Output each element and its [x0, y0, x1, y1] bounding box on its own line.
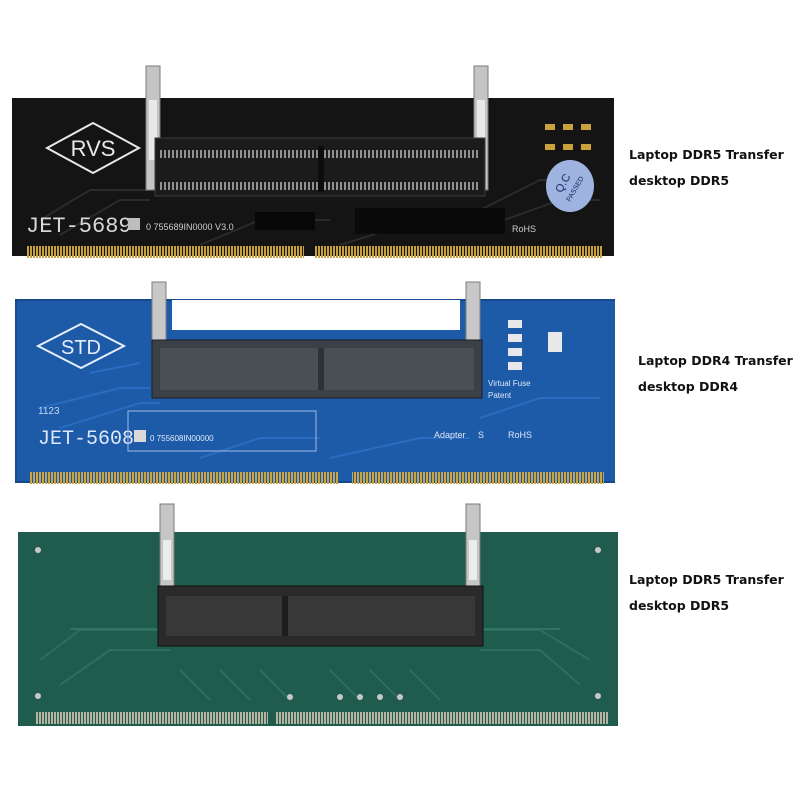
logo-diamond	[35, 322, 127, 370]
caption-board-2: Laptop DDR4 Transfer desktop DDR4	[638, 353, 793, 394]
serial-text: 0 755689IN0000 V3.0	[146, 222, 234, 232]
gold-fingers-right	[352, 472, 604, 484]
blue-ddr4-adapter-board: STD 1123 JET-5608 0 755608IN00000 Adapte…	[0, 278, 615, 490]
rohs-text: RoHS	[512, 224, 536, 234]
virtual-fuse-text: Virtual Fuse	[488, 379, 531, 388]
caption-board-3: Laptop DDR5 Transfer desktop DDR5	[629, 572, 784, 613]
logo-text: STD	[61, 337, 101, 359]
serial-text: 0 755608IN00000	[150, 434, 214, 443]
logo-text: RVS	[71, 136, 116, 161]
right-latch	[465, 281, 481, 341]
line-code-text: 1123	[38, 406, 60, 417]
caption-board-1: Laptop DDR5 Transfer desktop DDR5	[629, 147, 784, 188]
model-text: JET-5689	[26, 214, 132, 239]
green-ddr5-adapter-board	[0, 500, 620, 730]
left-latch	[151, 281, 167, 341]
gold-fingers-right	[276, 712, 608, 724]
black-ddr5-adapter-board: RVS JET-5689 0 755689IN0000 V3.0 RoHS Q.…	[0, 60, 615, 265]
qc-passed-sticker	[546, 160, 594, 212]
adapter-number: S	[478, 430, 484, 440]
model-text: JET-5608	[38, 428, 134, 451]
gold-fingers-left	[36, 712, 268, 724]
gold-fingers-right	[314, 246, 602, 258]
adapter-text: Adapter	[434, 430, 466, 440]
rohs-text: RoHS	[508, 430, 532, 440]
patent-text: Patent	[488, 391, 512, 400]
logo-diamond	[44, 121, 142, 175]
gold-fingers-left	[30, 472, 338, 484]
gold-fingers-left	[26, 246, 304, 258]
